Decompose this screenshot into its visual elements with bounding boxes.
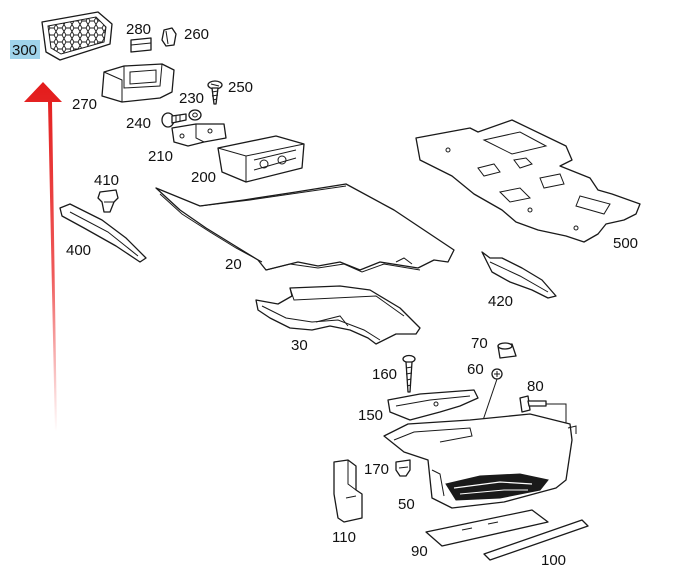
part-label-280: 280 bbox=[126, 21, 151, 38]
part-200-box[interactable] bbox=[217, 135, 305, 183]
part-80-bolt[interactable] bbox=[519, 395, 567, 428]
part-90-mat[interactable] bbox=[425, 509, 549, 547]
part-280-bracket[interactable] bbox=[130, 37, 152, 53]
part-420-bracket[interactable] bbox=[481, 251, 557, 299]
part-300-grille[interactable] bbox=[41, 11, 113, 61]
part-300-highlight[interactable]: 300 bbox=[10, 40, 40, 59]
part-label-170: 170 bbox=[364, 461, 389, 478]
part-150-plate[interactable] bbox=[387, 389, 479, 421]
part-label-500: 500 bbox=[613, 235, 638, 252]
part-50-compartment[interactable] bbox=[383, 413, 577, 509]
part-label-90: 90 bbox=[411, 543, 428, 560]
part-160-long-screw[interactable] bbox=[402, 354, 416, 393]
part-400-trim-strip[interactable] bbox=[59, 203, 147, 263]
part-label-70: 70 bbox=[471, 335, 488, 352]
part-label-260: 260 bbox=[184, 26, 209, 43]
part-label-110: 110 bbox=[332, 529, 356, 546]
part-label-80: 80 bbox=[527, 378, 544, 395]
part-500-flat-plate[interactable] bbox=[415, 119, 641, 243]
part-label-210: 210 bbox=[148, 148, 173, 165]
part-label-420: 420 bbox=[488, 293, 513, 310]
part-label-400: 400 bbox=[66, 242, 91, 259]
part-210-hinge-bracket[interactable] bbox=[171, 123, 227, 147]
part-label-300: 300 bbox=[12, 42, 37, 59]
part-label-240: 240 bbox=[126, 115, 151, 132]
part-label-230: 230 bbox=[179, 90, 204, 107]
part-label-410: 410 bbox=[94, 172, 119, 189]
part-label-30: 30 bbox=[291, 337, 308, 354]
part-410-clip[interactable] bbox=[97, 189, 119, 213]
part-label-50: 50 bbox=[398, 496, 415, 513]
part-label-60: 60 bbox=[467, 361, 484, 378]
part-30-lower-panel[interactable] bbox=[255, 285, 421, 345]
part-label-150: 150 bbox=[358, 407, 383, 424]
part-240-bolt[interactable] bbox=[161, 112, 187, 128]
part-100-strip[interactable] bbox=[483, 519, 589, 561]
part-20-floor-panel[interactable] bbox=[155, 183, 455, 273]
part-170-clip[interactable] bbox=[395, 459, 411, 477]
part-label-200: 200 bbox=[191, 169, 216, 186]
part-110-block[interactable] bbox=[333, 459, 363, 523]
part-label-160: 160 bbox=[372, 366, 397, 383]
part-260-clip[interactable] bbox=[161, 27, 177, 47]
part-label-270: 270 bbox=[72, 96, 97, 113]
highlight-box bbox=[10, 40, 40, 59]
part-label-100: 100 bbox=[541, 552, 566, 569]
part-label-250: 250 bbox=[228, 79, 253, 96]
part-label-20: 20 bbox=[225, 256, 242, 273]
part-70-grommet[interactable] bbox=[497, 342, 517, 359]
part-270-housing[interactable] bbox=[101, 63, 175, 103]
part-230-washer[interactable] bbox=[188, 109, 202, 121]
part-250-screw[interactable] bbox=[207, 80, 223, 105]
red-arrow-icon bbox=[24, 82, 62, 432]
